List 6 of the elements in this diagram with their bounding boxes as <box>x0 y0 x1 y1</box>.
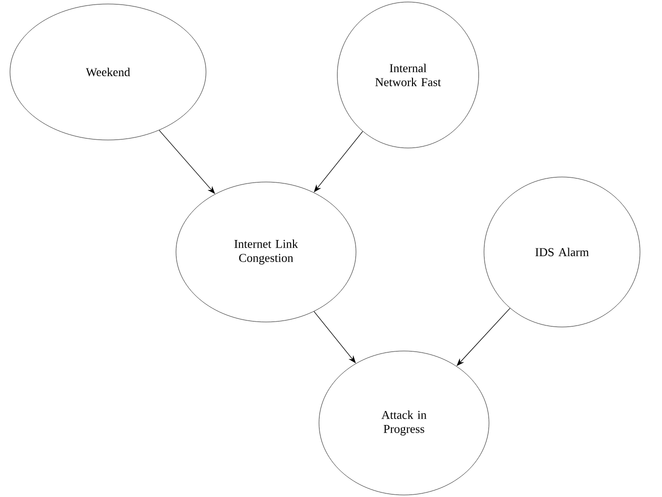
ellipse-node: IDS Alarm <box>484 176 640 328</box>
arrow <box>314 311 356 364</box>
ellipse-node: Internet Link Congestion <box>176 182 356 322</box>
ellipse-node: Weekend <box>10 4 206 140</box>
ellipse-node: Attack in Progress <box>318 350 490 496</box>
ellipse-node: Internal Network Fast <box>337 2 479 148</box>
